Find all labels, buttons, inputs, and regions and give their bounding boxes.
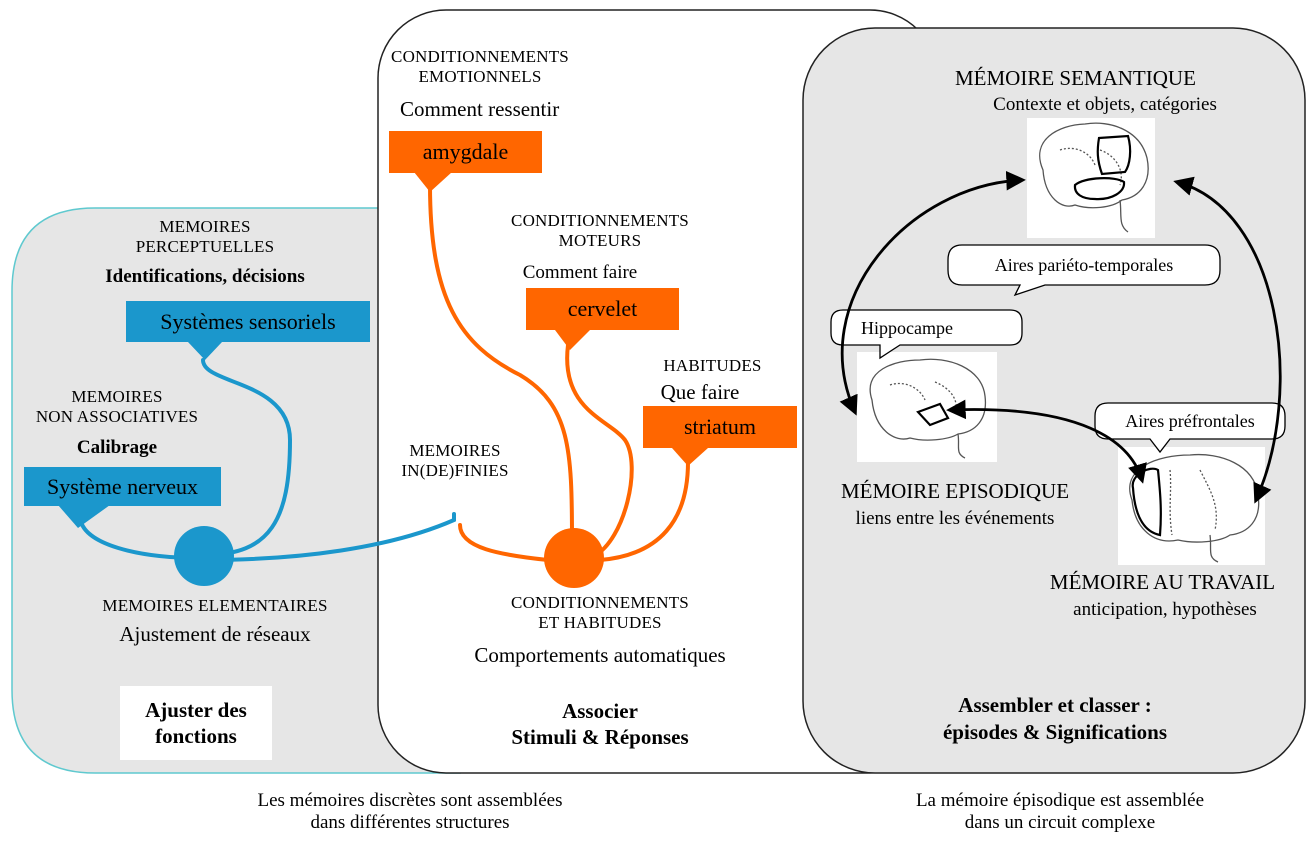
perceptual-memory-title: MEMOIRES PERCEPTUELLES — [135, 217, 275, 256]
motor-conditioning-subtitle: Comment faire — [522, 262, 638, 283]
habits-subtitle: Que faire — [660, 380, 740, 404]
elementary-node — [174, 526, 234, 586]
sensory-systems-box: Systèmes sensoriels — [126, 301, 370, 342]
episodic-memory-subtitle: liens entre les événements — [855, 508, 1055, 529]
semantic-brain-icon — [1039, 122, 1149, 233]
emotional-conditioning-title: CONDITIONNEMENTS EMOTIONNELS — [391, 47, 569, 86]
striatum-box: striatum — [643, 406, 797, 448]
amygdala-box: amygdale — [389, 131, 542, 173]
episodic-memory-title: MÉMOIRE EPISODIQUE — [840, 479, 1070, 503]
right-caption: La mémoire épisodique est assemblée dans… — [915, 790, 1205, 833]
motor-conditioning-title: CONDITIONNEMENTS MOTEURS — [511, 211, 689, 250]
episodic-circuit-arrows — [839, 170, 1282, 504]
working-memory-subtitle: anticipation, hypothèses — [1073, 599, 1257, 620]
nervous-box-tail — [58, 505, 110, 528]
conditioning-habits-title: CONDITIONNEMENTS ET HABITUDES — [511, 593, 689, 632]
working-memory-title: MÉMOIRE AU TRAVAIL — [1049, 570, 1276, 594]
hippocampus-callout: Hippocampe — [861, 317, 953, 338]
prefrontal-callout: Aires préfrontales — [1125, 410, 1255, 431]
semantic-memory-subtitle: Contexte et objets, catégories — [993, 94, 1217, 115]
non-associative-memory-title: MEMOIRES NON ASSOCIATIVES — [35, 387, 199, 426]
semantic-memory-title: MÉMOIRE SEMANTIQUE — [955, 66, 1196, 90]
orange-connections — [428, 183, 690, 562]
conditioning-habits-subtitle: Comportements automatiques — [474, 643, 726, 667]
conditioning-node — [544, 528, 604, 588]
striatum-box-tail — [672, 448, 708, 466]
habits-title: HABITUDES — [663, 356, 762, 375]
episodic-brain-frame — [857, 352, 997, 462]
left-caption: Les mémoires discrètes sont assemblées d… — [257, 790, 563, 833]
non-associative-memory-subtitle: Calibrage — [76, 437, 158, 458]
working-brain-frame — [1118, 447, 1265, 565]
cerebellum-box-tail — [555, 330, 590, 350]
middle-panel-footer: Associer Stimuli & Réponses — [511, 699, 689, 750]
cerebellum-box: cervelet — [526, 288, 679, 330]
sensory-box-tail — [188, 342, 222, 360]
left-panel — [11, 207, 461, 774]
semantic-brain-frame — [1027, 118, 1155, 238]
elementary-memory-title: MEMOIRES ELEMENTAIRES — [102, 596, 328, 615]
right-panel-footer: Assembler et classer : épisodes & Signif… — [942, 693, 1168, 745]
emotional-conditioning-subtitle: Comment ressentir — [400, 97, 560, 121]
parieto-temporal-callout: Aires pariéto-temporales — [994, 254, 1174, 275]
nervous-system-box: Système nerveux — [24, 467, 221, 506]
infinite-memory-title: MEMOIRES IN(DE)FINIES — [401, 441, 509, 480]
elementary-memory-subtitle: Ajustement de réseaux — [119, 622, 311, 646]
perceptual-memory-subtitle: Identifications, décisions — [105, 266, 305, 287]
amygdala-box-tail — [414, 172, 452, 192]
